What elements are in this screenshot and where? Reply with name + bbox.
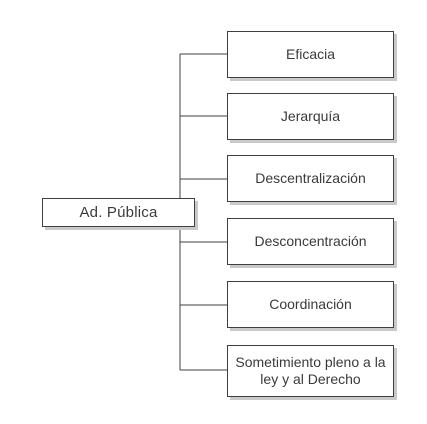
root-node-label: Ad. Pública — [79, 204, 158, 221]
child-node-desconcentracion: Desconcentración — [227, 218, 394, 265]
child-node-label: Sometimiento pleno a la ley y al Derecho — [235, 354, 386, 387]
child-node-label: Desconcentración — [254, 233, 367, 249]
child-node-sometimiento: Sometimiento pleno a la ley y al Derecho — [227, 345, 394, 397]
child-node-label: Eficacia — [285, 46, 336, 62]
root-node: Ad. Pública — [42, 198, 195, 227]
child-node-descentralizacion: Descentralización — [227, 155, 394, 202]
child-node-jerarquia: Jerarquía — [227, 93, 394, 140]
child-node-label: Descentralización — [255, 170, 366, 186]
child-node-label: Jerarquía — [280, 108, 341, 124]
child-node-coordinacion: Coordinación — [227, 281, 394, 328]
child-node-label: Coordinación — [269, 296, 352, 312]
child-node-eficacia: Eficacia — [227, 31, 394, 78]
